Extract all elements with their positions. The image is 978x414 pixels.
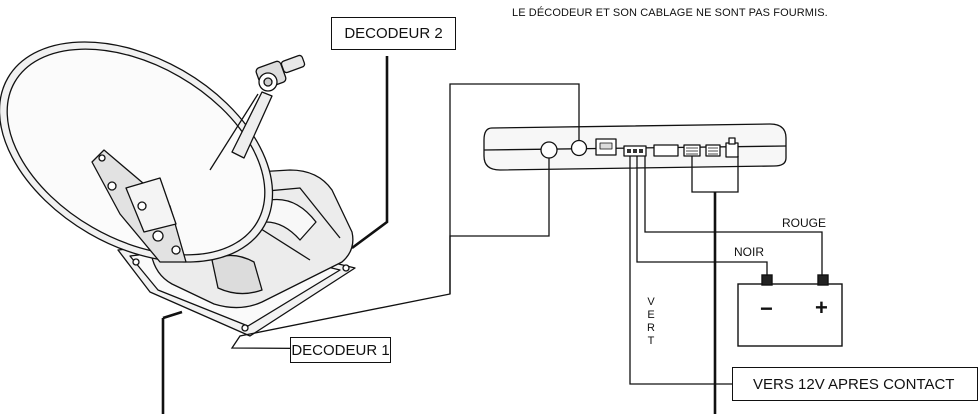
decoder2-cable	[351, 56, 389, 250]
green-wire-label: V E R T	[645, 296, 657, 348]
green-letter-r: R	[647, 322, 655, 334]
black-wire	[636, 156, 768, 276]
green-letter-t: T	[647, 335, 655, 347]
green-letter-v: V	[647, 296, 655, 308]
ignition-label: VERS 12V APRES CONTACT	[732, 367, 978, 401]
red-wire-label: ROUGE	[782, 216, 827, 230]
green-letter-e: E	[647, 309, 655, 321]
battery-minus-sign: −	[760, 296, 773, 321]
black-wire-label: NOIR	[734, 245, 764, 259]
decoder1-label: DECODEUR 1	[290, 337, 391, 363]
control-box	[483, 123, 787, 171]
battery-terminal-minus	[761, 274, 773, 286]
battery	[737, 274, 843, 347]
satellite-dish	[0, 41, 356, 337]
battery-terminal-plus	[817, 274, 829, 286]
decoder2-coax	[449, 83, 580, 294]
lnb-arm	[231, 91, 273, 159]
disclaimer-note: LE DÉCODEUR ET SON CABLAGE NE SONT PAS F…	[512, 7, 828, 19]
decoder2-label: DECODEUR 2	[331, 17, 456, 50]
decoder2-port	[570, 139, 588, 157]
green-wire	[629, 156, 732, 385]
decoder1-port	[540, 141, 558, 159]
motor-connector-2	[705, 144, 721, 157]
battery-plus-sign: +	[815, 295, 828, 320]
red-wire	[644, 156, 823, 276]
wiring	[161, 56, 823, 414]
